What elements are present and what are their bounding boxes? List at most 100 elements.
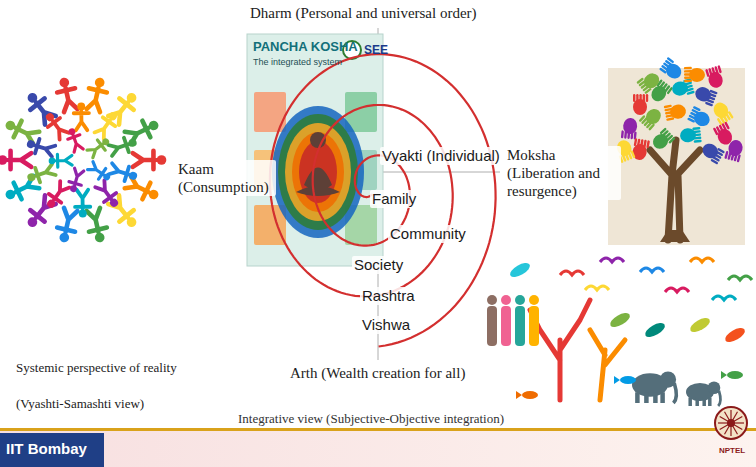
footer-note: Integrative view (Subjective-Objective i…	[238, 411, 504, 427]
fish-tail	[721, 371, 727, 379]
spiral-level: Vyakti (Individual)	[380, 147, 502, 165]
hand-finger	[717, 65, 722, 73]
person-body	[93, 116, 116, 140]
coral	[590, 330, 625, 400]
top-axis-label: Dharm (Personal and universal order)	[250, 4, 477, 22]
person-figure	[65, 126, 85, 152]
person-figure	[54, 207, 79, 244]
person-head	[487, 295, 497, 305]
fish-tail	[516, 391, 522, 399]
leaf	[508, 260, 532, 280]
hand-finger	[684, 80, 692, 83]
spiral-level: Vishwa	[360, 316, 412, 334]
person-body	[501, 306, 511, 346]
hand-finger	[636, 77, 644, 84]
person-body	[56, 154, 72, 167]
person-figure	[41, 109, 70, 140]
fish	[522, 391, 538, 399]
spiral-level: Family	[370, 190, 418, 208]
person-body	[74, 111, 89, 130]
hand-finger	[684, 76, 692, 79]
hand-finger	[664, 105, 672, 109]
logo-text: NPTEL	[712, 446, 752, 456]
person-figure	[87, 160, 114, 184]
right-axis-label: Moksha (Liberation and resurgence)	[505, 146, 621, 200]
bird	[712, 296, 736, 300]
bird	[728, 276, 752, 280]
person-figure	[25, 136, 56, 159]
person-head	[529, 295, 539, 305]
hand-finger	[639, 94, 641, 102]
person-head	[77, 102, 85, 110]
person-body	[12, 174, 41, 201]
person-body	[86, 139, 106, 159]
leaf	[688, 315, 712, 335]
person-body	[8, 151, 31, 169]
hand-print	[724, 138, 744, 162]
fish-tail	[614, 376, 620, 384]
hand-finger	[686, 91, 694, 96]
leaf	[643, 320, 667, 340]
left-axis-label: Kaam (Consumption)	[176, 160, 276, 196]
person-body	[108, 137, 131, 158]
person-body	[84, 207, 107, 234]
panel-ground	[247, 34, 383, 266]
hand-finger	[724, 151, 728, 159]
bird	[560, 271, 584, 275]
person-figure	[75, 190, 91, 218]
hand-print	[670, 78, 694, 98]
meditator-body	[296, 168, 340, 197]
hand-print	[710, 100, 734, 126]
hand-finger	[633, 94, 635, 102]
spiral	[270, 54, 496, 346]
person-figure	[86, 135, 112, 159]
person-body	[12, 120, 41, 147]
person-figure	[84, 76, 109, 113]
pancha-kosha-artwork	[247, 34, 383, 266]
fish	[727, 371, 743, 379]
person-body	[108, 162, 131, 182]
person-body	[529, 306, 539, 346]
elephant	[632, 372, 676, 404]
person-figure	[2, 115, 40, 146]
bird	[640, 268, 664, 272]
hand-finger	[693, 136, 701, 139]
kosha-panel: PANCHA KOSHAThe integrated system	[247, 34, 383, 266]
tree-panel	[608, 68, 745, 245]
hand-print	[705, 65, 726, 90]
hand-print	[664, 102, 688, 121]
spiral-level: Rashtra	[360, 287, 417, 305]
person-figure	[94, 179, 123, 210]
hand-finger	[666, 87, 673, 95]
hand-finger	[724, 121, 730, 129]
person-head	[157, 155, 167, 165]
hand-print	[633, 94, 648, 115]
elephant-legs	[690, 398, 710, 406]
person-body	[487, 306, 497, 346]
hand-finger	[665, 111, 673, 115]
hand-print	[684, 67, 705, 83]
person-body	[124, 120, 153, 147]
person-body	[84, 86, 107, 113]
person-body	[57, 86, 80, 113]
hand-finger	[646, 140, 650, 148]
tree-trunk	[650, 140, 700, 240]
hand-finger	[705, 101, 713, 106]
spiral-level: Community	[388, 225, 468, 243]
hand-finger	[710, 159, 718, 165]
fish	[620, 376, 636, 384]
hand-finger	[646, 94, 648, 102]
kosha-layer	[278, 114, 358, 230]
hand-finger	[640, 139, 644, 147]
person-body	[57, 207, 80, 234]
person-head	[501, 295, 511, 305]
person-body	[47, 116, 71, 140]
hand-print	[639, 105, 664, 131]
institute-tab	[0, 433, 104, 467]
bottom-axis-label: Arth (Wealth creation for all)	[290, 364, 465, 382]
institute-name: IIT Bombay	[6, 440, 87, 458]
person-head	[79, 209, 87, 217]
nptel-logo	[715, 407, 747, 439]
bird	[665, 288, 689, 292]
elephant-trunk	[673, 383, 676, 403]
